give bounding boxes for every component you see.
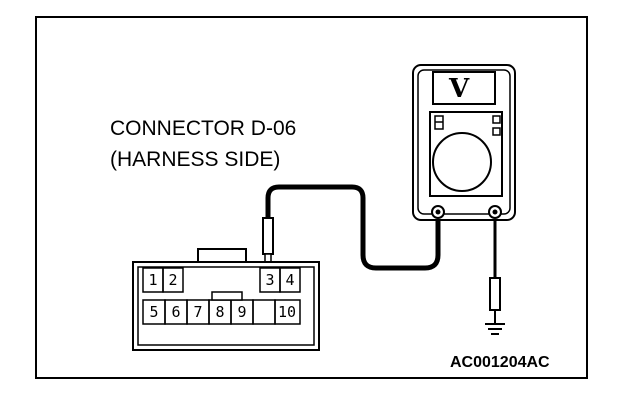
pin-label: 10 — [277, 303, 297, 321]
pin-label: 1 — [148, 271, 158, 289]
pin-label: 4 — [285, 271, 295, 289]
connector-d06 — [132, 248, 320, 351]
ground-probe-icon — [489, 277, 501, 324]
pin-label-probed: 3 — [265, 271, 275, 289]
pin-label: 2 — [168, 271, 178, 289]
pin-label: 9 — [237, 303, 247, 321]
meter-display — [432, 71, 496, 105]
pin-label: 5 — [149, 303, 159, 321]
figure-code: AC001204AC — [450, 354, 550, 371]
connector-side-label: (HARNESS SIDE) — [110, 148, 281, 171]
meter-dial — [432, 132, 492, 192]
voltmeter-icon — [412, 64, 516, 221]
test-lead-wire — [265, 184, 441, 271]
meter-unit-symbol: V — [449, 74, 470, 104]
pin-label: 6 — [171, 303, 181, 321]
pin-label: 7 — [193, 303, 203, 321]
pin-label: 8 — [215, 303, 225, 321]
connector-title: CONNECTOR D-06 — [110, 117, 297, 140]
diagram-frame — [35, 16, 588, 379]
ground-icon — [485, 323, 505, 335]
